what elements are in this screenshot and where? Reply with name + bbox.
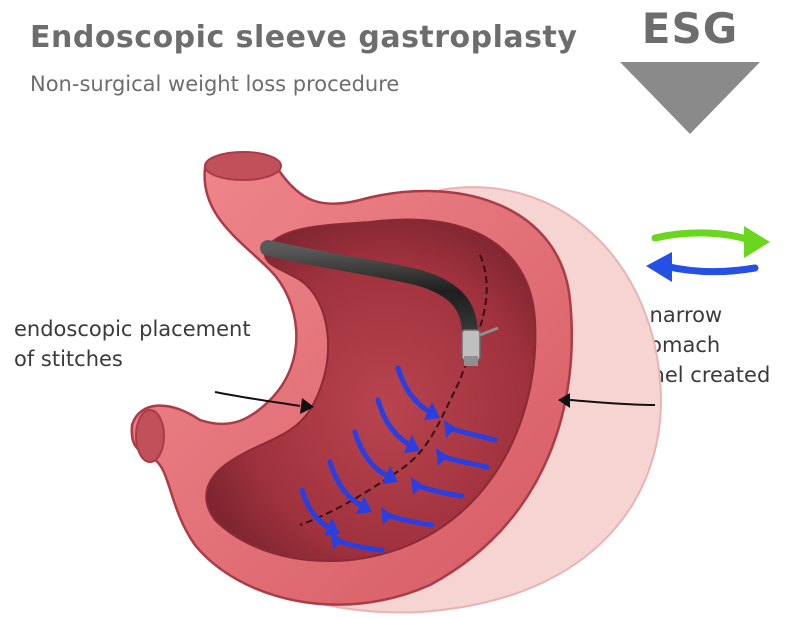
esophagus-opening [205, 152, 281, 180]
green-arrow-icon [655, 233, 750, 240]
endoscope-tip [462, 330, 480, 360]
duodenum-opening [136, 410, 164, 462]
blue-arrow-icon [665, 266, 755, 272]
